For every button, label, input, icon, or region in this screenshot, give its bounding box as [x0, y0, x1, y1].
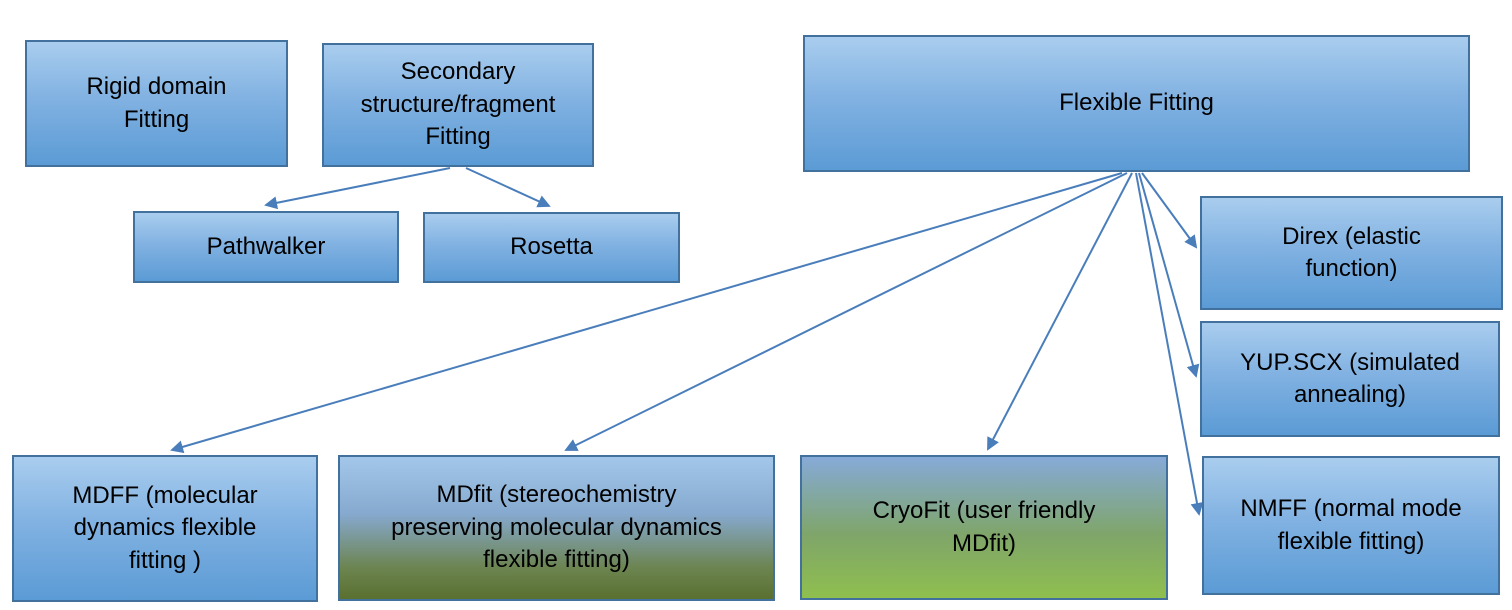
- node-rosetta: Rosetta: [423, 212, 680, 283]
- node-pathwalker-label: Pathwalker: [206, 232, 326, 260]
- node-mdfit: MDfit (stereochemistry preserving molecu…: [338, 455, 775, 601]
- node-yup-scx-label: YUP.SCX (simulated annealing): [1240, 348, 1460, 408]
- arrow-flexible-to-direx: [1141, 172, 1198, 249]
- node-direx: Direx (elastic function): [1200, 196, 1503, 310]
- node-rosetta-label: Rosetta: [510, 233, 593, 261]
- node-cryofit: CryoFit (user friendly MDfit): [800, 455, 1168, 600]
- node-flexible-fitting-label: Flexible Fitting: [1059, 89, 1214, 117]
- node-mdff-label: MDFF (molecular dynamics flexible fittin…: [72, 481, 258, 574]
- arrow-flexible-to-yupscx: [1138, 172, 1200, 378]
- arrow-secondary-to-pathwalker: [264, 167, 451, 210]
- node-flexible-fitting: Flexible Fitting: [803, 35, 1470, 172]
- node-mdff: MDFF (molecular dynamics flexible fittin…: [12, 455, 318, 602]
- node-rigid-domain-fitting: Rigid domain Fitting: [25, 40, 288, 167]
- node-secondary-structure-fitting: Secondary structure/fragment Fitting: [322, 43, 594, 167]
- node-nmff: NMFF (normal mode flexible fitting): [1202, 456, 1500, 595]
- node-nmff-label: NMFF (normal mode flexible fitting): [1240, 495, 1462, 555]
- node-rigid-domain-fitting-label: Rigid domain Fitting: [86, 73, 227, 133]
- node-direx-label: Direx (elastic function): [1282, 222, 1421, 282]
- node-cryofit-label: CryoFit (user friendly MDfit): [872, 497, 1096, 557]
- node-mdfit-label: MDfit (stereochemistry preserving molecu…: [391, 481, 722, 574]
- arrow-secondary-to-rosetta: [465, 167, 551, 208]
- node-secondary-structure-fitting-label: Secondary structure/fragment Fitting: [360, 58, 556, 151]
- node-pathwalker: Pathwalker: [133, 211, 399, 283]
- arrow-flexible-to-cryofit: [987, 172, 1133, 451]
- node-yup-scx: YUP.SCX (simulated annealing): [1200, 321, 1500, 437]
